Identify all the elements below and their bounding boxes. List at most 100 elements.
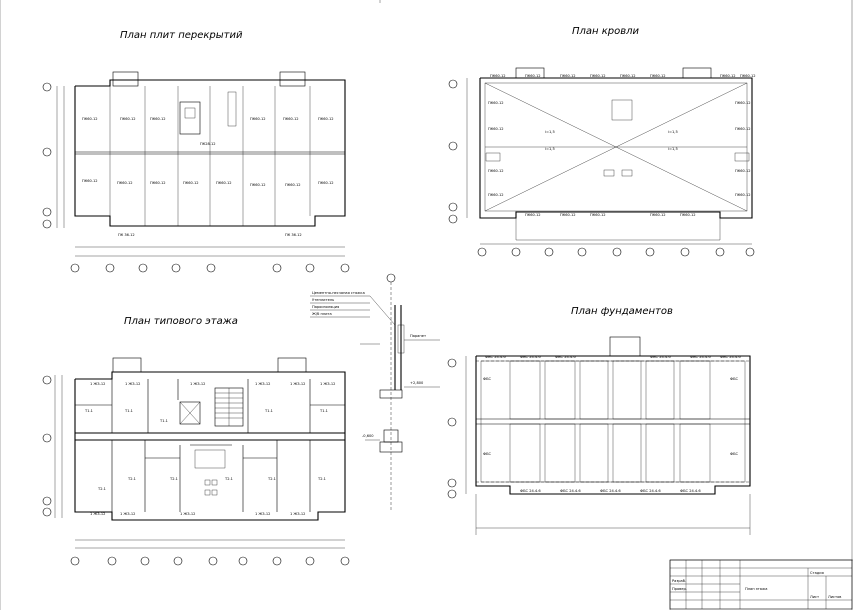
svg-text:ПК60.12: ПК60.12	[82, 117, 98, 121]
svg-text:Т2.1: Т2.1	[224, 477, 233, 481]
svg-text:ПК60.12: ПК60.12	[250, 117, 266, 121]
svg-text:ПК60.12: ПК60.12	[490, 74, 506, 78]
svg-text:1 ЖЗ-12: 1 ЖЗ-12	[90, 512, 105, 516]
svg-text:i=1,5: i=1,5	[545, 147, 555, 151]
svg-text:ПК60.12: ПК60.12	[620, 74, 636, 78]
svg-text:ПК60.12: ПК60.12	[318, 117, 334, 121]
svg-text:1 ЖЗ-12: 1 ЖЗ-12	[255, 382, 270, 386]
svg-text:ФБС 24.4.6: ФБС 24.4.6	[520, 355, 541, 359]
svg-text:ПК60.12: ПК60.12	[283, 117, 299, 121]
svg-text:1 ЖЗ-12: 1 ЖЗ-12	[290, 512, 305, 516]
svg-text:ФБС 24.4.6: ФБС 24.4.6	[720, 355, 741, 359]
svg-text:ПК60.12: ПК60.12	[488, 101, 504, 105]
typical-floor-plan: 1 ЖЗ-12 1 ЖЗ-12 1 ЖЗ-12 1 ЖЗ-12 1 ЖЗ-12 1 ЖЗ…	[42, 357, 350, 566]
svg-text:ПК60.12: ПК60.12	[735, 193, 751, 197]
svg-text:ПК28.12: ПК28.12	[200, 142, 216, 146]
svg-text:ПК60.12: ПК60.12	[150, 181, 166, 185]
slab-plan-title: План плит перекрытий	[120, 30, 243, 41]
svg-text:Т1.1: Т1.1	[84, 409, 93, 413]
svg-text:ПК60.12: ПК60.12	[735, 169, 751, 173]
svg-text:Цементно-песчаная стяжка: Цементно-песчаная стяжка	[312, 291, 365, 295]
svg-text:ПК60.12: ПК60.12	[590, 213, 606, 217]
svg-text:ПК60.12: ПК60.12	[488, 169, 504, 173]
svg-text:ФБС 24.4.6: ФБС 24.4.6	[640, 489, 661, 493]
svg-text:ПК60.12: ПК60.12	[150, 117, 166, 121]
svg-text:ПК60.12: ПК60.12	[650, 213, 666, 217]
svg-text:1 ЖЗ-12: 1 ЖЗ-12	[190, 382, 205, 386]
svg-text:ФБС 24.4.6: ФБС 24.4.6	[560, 489, 581, 493]
svg-text:ФБС: ФБС	[483, 377, 492, 381]
svg-text:ФБС 24.4.6: ФБС 24.4.6	[680, 489, 701, 493]
svg-text:1 ЖЗ-12: 1 ЖЗ-12	[180, 512, 195, 516]
svg-text:ПК60.12: ПК60.12	[117, 181, 133, 185]
svg-text:Пароизоляция: Пароизоляция	[312, 305, 339, 309]
svg-text:1 ЖЗ-12: 1 ЖЗ-12	[90, 382, 105, 386]
svg-text:-0,600: -0,600	[362, 434, 374, 438]
designer-label: Разраб.	[672, 579, 686, 583]
svg-text:ПК60.12: ПК60.12	[740, 74, 756, 78]
foundation-plan-title: План фундаментов	[571, 306, 673, 317]
svg-text:ФБС 24.4.6: ФБС 24.4.6	[600, 489, 621, 493]
svg-text:ПК 36.12: ПК 36.12	[285, 233, 302, 237]
svg-text:ПК60.12: ПК60.12	[216, 181, 232, 185]
svg-text:ПК60.12: ПК60.12	[560, 213, 576, 217]
svg-text:ПК60.12: ПК60.12	[560, 74, 576, 78]
svg-text:i=1,5: i=1,5	[545, 130, 555, 134]
svg-text:ФБС: ФБС	[730, 377, 739, 381]
svg-text:ПК60.12: ПК60.12	[680, 213, 696, 217]
svg-text:ФБС 24.4.6: ФБС 24.4.6	[485, 355, 506, 359]
svg-text:ПК60.12: ПК60.12	[285, 183, 301, 187]
svg-text:ПК60.12: ПК60.12	[525, 213, 541, 217]
svg-text:Т1.1: Т1.1	[319, 409, 328, 413]
svg-text:ПК60.12: ПК60.12	[120, 117, 136, 121]
sheets-label: Листов	[828, 595, 841, 599]
svg-text:ФБС: ФБС	[483, 452, 492, 456]
svg-text:Т2.1: Т2.1	[169, 477, 178, 481]
section-detail: Цементно-песчаная стяжка Утеплитель Паро…	[310, 273, 440, 510]
svg-text:ФБС 24.4.6: ФБС 24.4.6	[650, 355, 671, 359]
svg-text:ПК60.12: ПК60.12	[183, 181, 199, 185]
svg-text:ФБС 24.4.6: ФБС 24.4.6	[520, 489, 541, 493]
svg-text:ПК60.12: ПК60.12	[318, 181, 334, 185]
svg-text:1 ЖЗ-12: 1 ЖЗ-12	[125, 382, 140, 386]
svg-text:Т1.1: Т1.1	[159, 419, 168, 423]
svg-text:i=1,5: i=1,5	[668, 147, 678, 151]
svg-text:ПК60.12: ПК60.12	[525, 74, 541, 78]
floor-plan-title: План типового этажа	[124, 316, 238, 327]
svg-text:1 ЖЗ-12: 1 ЖЗ-12	[290, 382, 305, 386]
svg-text:Ж/б плита: Ж/б плита	[312, 312, 332, 316]
svg-text:ПК60.12: ПК60.12	[735, 127, 751, 131]
svg-text:Т1.1: Т1.1	[264, 409, 273, 413]
svg-text:ПК60.12: ПК60.12	[488, 127, 504, 131]
title-block: Разраб. Провер. План этажа Стадия Лист Л…	[669, 559, 853, 610]
svg-text:Т2.1: Т2.1	[97, 487, 106, 491]
checker-label: Провер.	[672, 587, 687, 591]
svg-text:ПК 36.12: ПК 36.12	[118, 233, 135, 237]
svg-text:1 ЖЗ-12: 1 ЖЗ-12	[120, 512, 135, 516]
svg-text:ПК60.12: ПК60.12	[650, 74, 666, 78]
svg-text:Т1.1: Т1.1	[124, 409, 133, 413]
svg-text:Парапет: Парапет	[410, 334, 426, 338]
roof-plan-title: План кровли	[572, 26, 640, 37]
svg-text:ПК60.12: ПК60.12	[720, 74, 736, 78]
svg-text:1 ЖЗ-12: 1 ЖЗ-12	[255, 512, 270, 516]
svg-text:ФБС: ФБС	[730, 452, 739, 456]
svg-text:1 ЖЗ-12: 1 ЖЗ-12	[320, 382, 335, 386]
svg-text:ПК60.12: ПК60.12	[488, 193, 504, 197]
svg-text:ПК60.12: ПК60.12	[590, 74, 606, 78]
svg-text:i=1,5: i=1,5	[668, 130, 678, 134]
svg-text:+2,800: +2,800	[410, 381, 424, 385]
svg-text:Т2.1: Т2.1	[267, 477, 276, 481]
sheet-name: План этажа	[745, 587, 767, 591]
stage-label: Стадия	[810, 571, 824, 575]
svg-text:Т2.1: Т2.1	[127, 477, 136, 481]
sheet-label: Лист	[810, 595, 819, 599]
svg-text:ФБС 24.4.6: ФБС 24.4.6	[690, 355, 711, 359]
svg-text:Утеплитель: Утеплитель	[312, 298, 334, 302]
svg-text:ПК60.12: ПК60.12	[82, 179, 98, 183]
svg-text:Т2.1: Т2.1	[317, 477, 326, 481]
svg-text:ФБС 24.4.6: ФБС 24.4.6	[555, 355, 576, 359]
